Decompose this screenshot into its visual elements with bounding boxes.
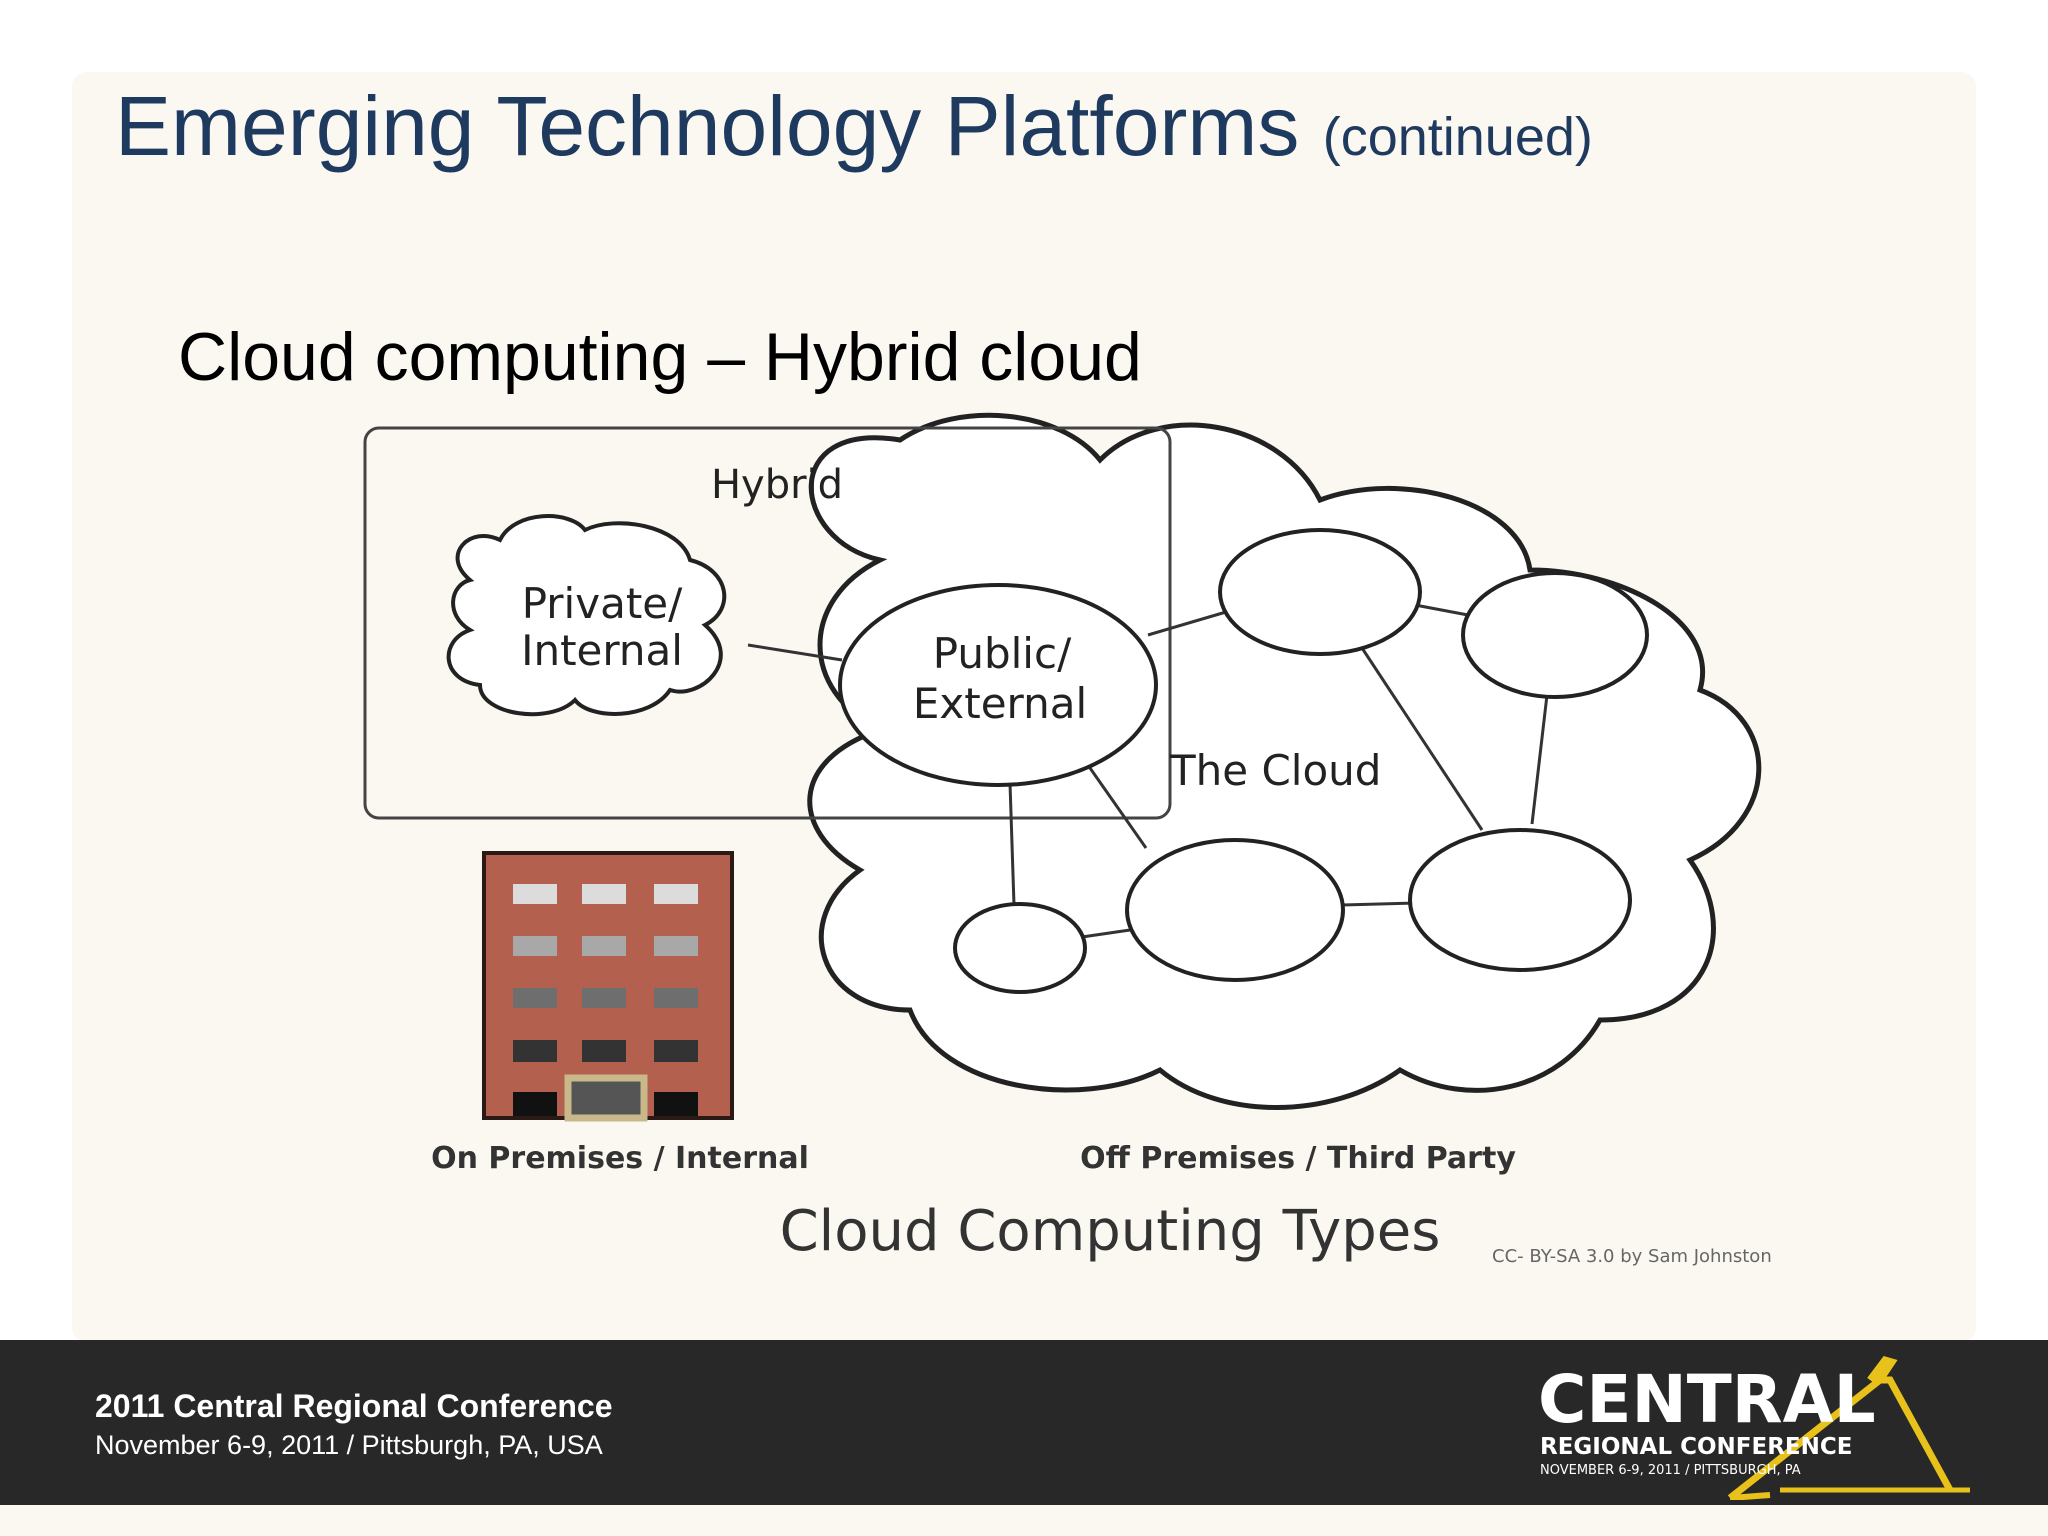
network-links	[747, 603, 1549, 939]
hybrid-label: Hybrid	[711, 462, 843, 508]
credit-text: CC- BY-SA 3.0 by Sam Johnston	[1492, 1246, 1772, 1267]
logo-regional-text: REGIONAL CONFERENCE	[1540, 1434, 1853, 1460]
central-regional-conference-logo: CENTRAL REGIONAL CONFERENCE NOVEMBER 6-9…	[1538, 1355, 1970, 1500]
cloud-node-5	[1408, 828, 1632, 972]
link-public-node6	[1008, 782, 1016, 906]
link-public-node1	[1147, 610, 1227, 637]
link-node2-node5	[1530, 694, 1549, 825]
public-external-node	[838, 583, 1158, 787]
cloud-node-6	[953, 902, 1087, 994]
private-label-line1: Private/	[522, 579, 683, 628]
office-building-icon	[482, 851, 734, 1122]
cloud-node-2	[1461, 571, 1649, 699]
link-public-node4	[1088, 767, 1148, 849]
slide-title-suffix: (continued)	[1322, 107, 1593, 167]
slide-title: Emerging Technology Platforms (continued…	[115, 78, 1593, 175]
hybrid-box	[363, 426, 1172, 820]
cloud-node-1	[1218, 528, 1422, 656]
link-node6-node4	[1081, 928, 1131, 939]
footer-bar: 2011 Central Regional Conference Novembe…	[0, 1340, 2048, 1505]
private-cloud-shape	[446, 514, 727, 717]
diagram-caption: Cloud Computing Types	[780, 1199, 1441, 1264]
cloud-node-4	[1125, 838, 1345, 982]
logo-central-text: CENTRAL	[1538, 1361, 1876, 1438]
slide-title-main: Emerging Technology Platforms	[115, 79, 1300, 173]
the-cloud-label: The Cloud	[1169, 746, 1381, 795]
footer-dates-location: November 6-9, 2011 / Pittsburgh, PA, USA	[95, 1430, 603, 1460]
public-label-line1: Public/	[933, 629, 1072, 678]
footer-conference-name: 2011 Central Regional Conference	[95, 1388, 613, 1424]
slide-subtitle: Cloud computing – Hybrid cloud	[178, 319, 1142, 395]
logo-dates-text: NOVEMBER 6-9, 2011 / PITTSBURGH, PA	[1540, 1463, 1801, 1478]
link-node1-node5	[1360, 647, 1484, 831]
public-label-line2: External	[913, 679, 1087, 728]
bridge-icon	[1727, 1355, 1970, 1500]
link-node4-node5	[1341, 901, 1419, 907]
bottom-strip	[0, 1505, 2048, 1536]
link-private-public	[747, 643, 843, 662]
private-label-line2: Internal	[521, 626, 683, 675]
on-premises-label: On Premises / Internal	[431, 1141, 809, 1176]
off-premises-label: Off Premises / Third Party	[1080, 1141, 1516, 1176]
link-node1-node2	[1414, 603, 1469, 617]
